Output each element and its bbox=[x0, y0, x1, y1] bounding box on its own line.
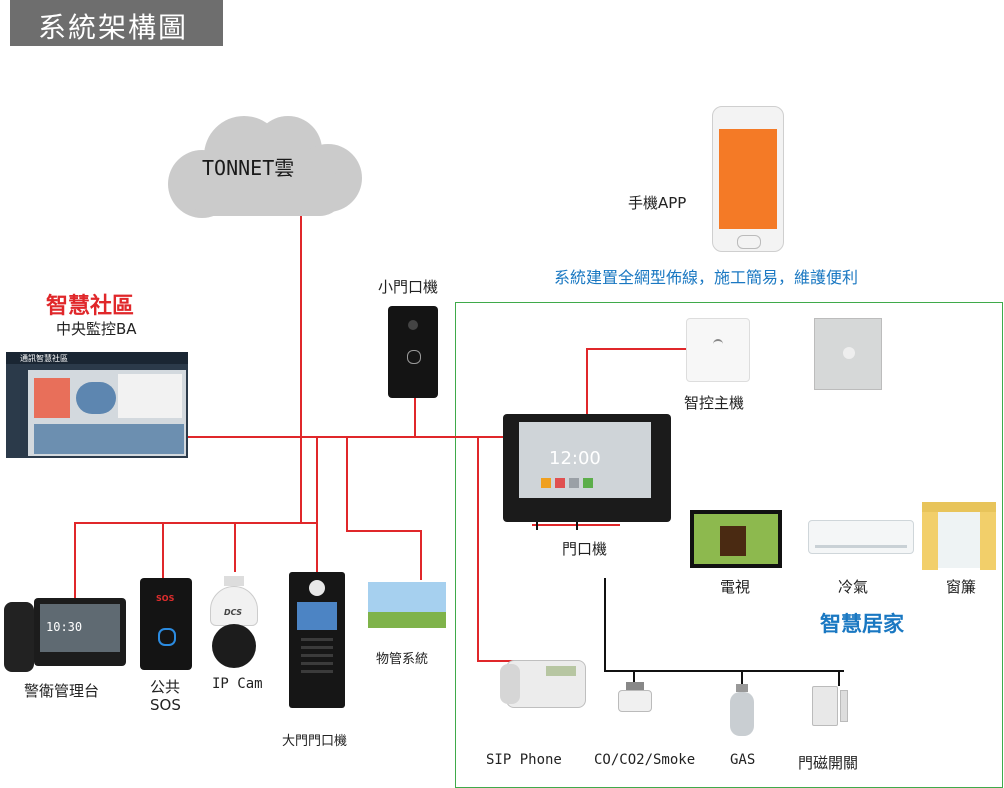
guard-console-icon: 10:30 bbox=[4, 594, 126, 674]
smoke-detector-label: CO/CO2/Smoke bbox=[594, 752, 696, 768]
gas-sensor-label: GAS bbox=[730, 752, 756, 768]
ipcam-wire bbox=[234, 522, 236, 572]
sensor-bus-h bbox=[604, 670, 844, 672]
sos-badge: SOS bbox=[156, 594, 175, 603]
sos-wire bbox=[162, 522, 164, 580]
ip-cam-label: IP Cam bbox=[212, 676, 263, 692]
sip-phone-wire-h bbox=[477, 660, 519, 662]
door-station-clock: 12:00 bbox=[549, 448, 601, 469]
controller-wire-v bbox=[586, 348, 588, 418]
mobile-app-label: 手機APP bbox=[628, 194, 687, 212]
door-station-monitor: 12:00 bbox=[503, 414, 671, 522]
property-wire-h bbox=[346, 530, 422, 532]
diagram-title: 系統架構圖 bbox=[38, 11, 189, 44]
sip-phone-icon bbox=[500, 652, 588, 712]
door-station-label: 門口機 bbox=[562, 540, 608, 558]
backbone-wire bbox=[185, 436, 505, 438]
small-door-station-label: 小門口機 bbox=[378, 278, 439, 296]
lower-bus-wire bbox=[74, 522, 316, 524]
property-system-icon bbox=[368, 582, 446, 628]
public-sos-label-2: SOS bbox=[150, 696, 181, 714]
public-sos-icon: SOS bbox=[140, 578, 192, 670]
wall-switch-icon bbox=[814, 318, 882, 390]
public-sos-label-1: 公共 bbox=[150, 678, 181, 696]
wiring-note: 系統建置全網型佈線，施工簡易，維護便利 bbox=[554, 268, 859, 287]
guard-console-label: 警衛管理台 bbox=[24, 682, 100, 700]
smart-controller-icon bbox=[686, 318, 750, 382]
property-wire-v bbox=[346, 436, 348, 532]
tv-icon bbox=[690, 510, 782, 568]
main-gate-station-label: 大門門口機 bbox=[282, 734, 348, 749]
property-system-label: 物管系統 bbox=[376, 652, 429, 667]
air-conditioner-label: 冷氣 bbox=[838, 578, 869, 596]
sensor-bus-v bbox=[604, 578, 606, 670]
cloud-icon: TONNET雲 bbox=[158, 112, 368, 220]
tv-label: 電視 bbox=[720, 578, 751, 596]
mobile-phone-icon bbox=[712, 106, 784, 252]
door-sensor-icon bbox=[810, 684, 850, 728]
air-conditioner-icon bbox=[808, 520, 914, 554]
guard-console-clock: 10:30 bbox=[46, 620, 83, 634]
door-sensor-label: 門磁開關 bbox=[798, 754, 859, 772]
small-door-station-icon bbox=[388, 306, 438, 398]
main-gate-station-icon bbox=[289, 572, 345, 708]
curtain-label: 窗簾 bbox=[946, 578, 977, 596]
ip-cam-icon: DCS bbox=[206, 576, 262, 672]
property-wire-drop bbox=[420, 530, 422, 580]
sip-phone-wire-v bbox=[477, 436, 479, 662]
gas-sensor-icon bbox=[728, 684, 756, 738]
lower-wire-trunk bbox=[300, 436, 302, 524]
guard-wire bbox=[74, 522, 76, 600]
title-banner: 系統架構圖 bbox=[10, 0, 223, 46]
small-door-wire bbox=[414, 398, 416, 438]
community-subtitle: 中央監控BA bbox=[56, 320, 137, 338]
smoke-detector-icon bbox=[614, 682, 656, 718]
curtain-icon bbox=[922, 502, 996, 570]
sip-phone-label: SIP Phone bbox=[486, 752, 562, 768]
central-monitoring-screen: 通訊智慧社區 bbox=[6, 352, 188, 458]
gate-wire bbox=[316, 436, 318, 574]
cloud-label: TONNET雲 bbox=[202, 156, 295, 180]
camera-brand: DCS bbox=[224, 608, 242, 617]
controller-wire-h bbox=[586, 348, 686, 350]
cloud-wire bbox=[300, 190, 302, 438]
smart-home-label: 智慧居家 bbox=[820, 612, 904, 636]
community-title: 智慧社區 bbox=[46, 294, 135, 319]
smart-controller-label: 智控主機 bbox=[684, 394, 745, 412]
monitoring-app-title: 通訊智慧社區 bbox=[20, 354, 68, 363]
